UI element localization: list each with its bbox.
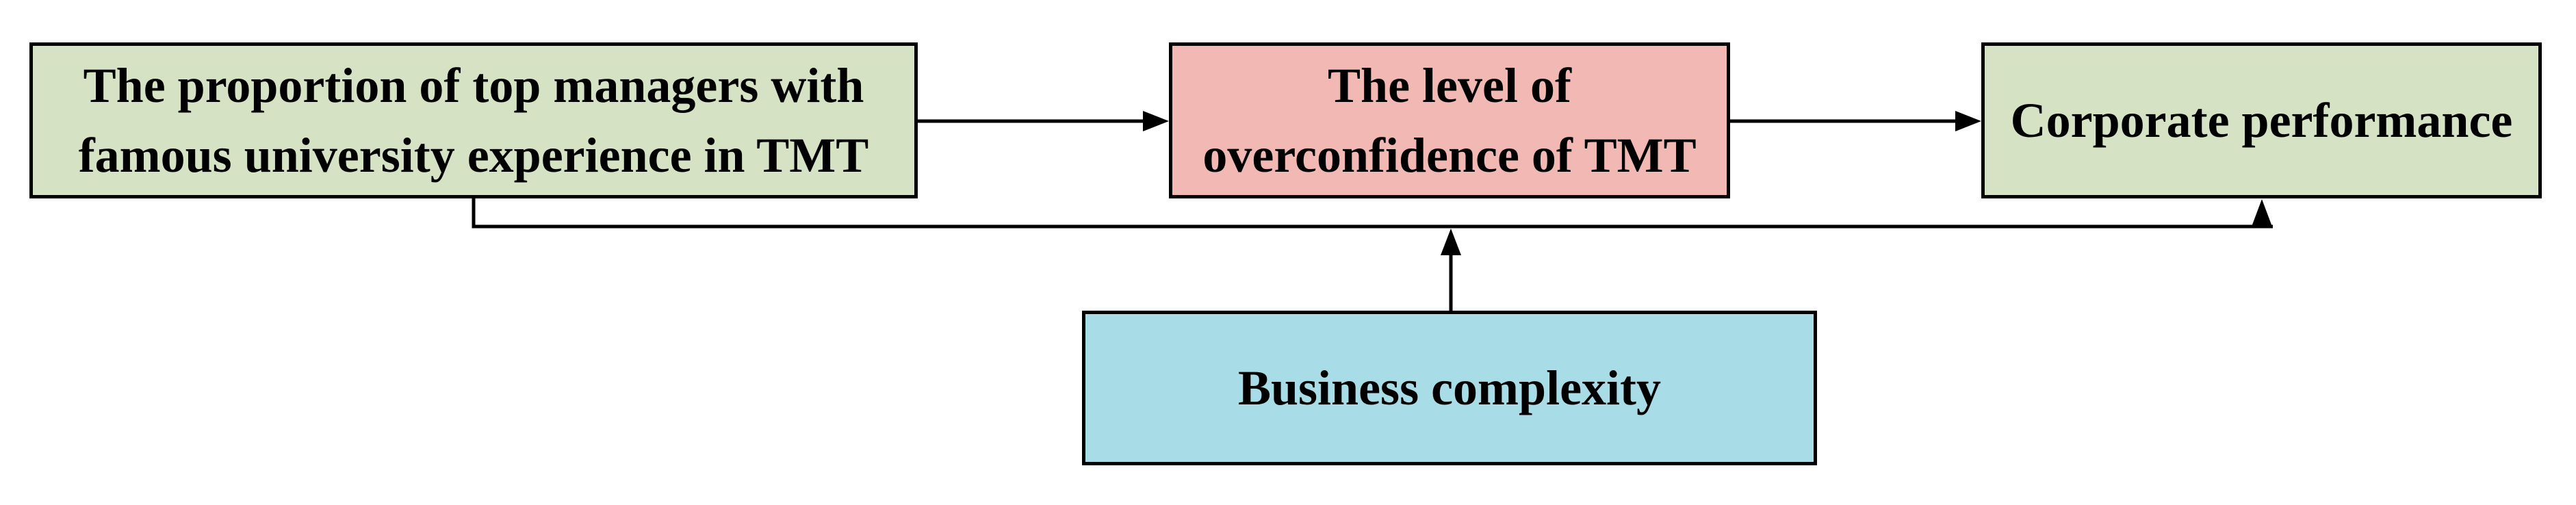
box-label-line: famous university experience in TMT	[78, 128, 869, 183]
box-label-line: The level of	[1328, 57, 1571, 113]
arrow-head-right-icon	[1955, 111, 1981, 131]
arrow-independent-to-dependent-direct	[472, 198, 2273, 229]
box-label-line: overconfidence of TMT	[1202, 128, 1697, 183]
box-moderator-variable: Business complexity	[1082, 311, 1817, 465]
box-label-line: Corporate performance	[2010, 92, 2513, 148]
box-mediator-variable: The level of overconfidence of TMT	[1169, 42, 1730, 198]
arrow-head-up-icon	[1441, 229, 1461, 255]
arrow-head-up-icon	[2252, 199, 2272, 226]
box-label-line: Business complexity	[1237, 360, 1662, 415]
arrow-mediator-to-dependent	[1730, 111, 1981, 131]
arrow-head-right-icon	[1143, 111, 1169, 131]
box-dependent-variable: Corporate performance	[1981, 42, 2542, 198]
arrow-moderator-to-direct-path	[1441, 229, 1461, 311]
arrow-independent-to-mediator	[918, 111, 1169, 131]
elbow-path	[472, 198, 2273, 229]
box-independent-variable: The proportion of top managers with famo…	[29, 42, 918, 198]
box-label-line: The proportion of top managers with	[83, 57, 864, 113]
